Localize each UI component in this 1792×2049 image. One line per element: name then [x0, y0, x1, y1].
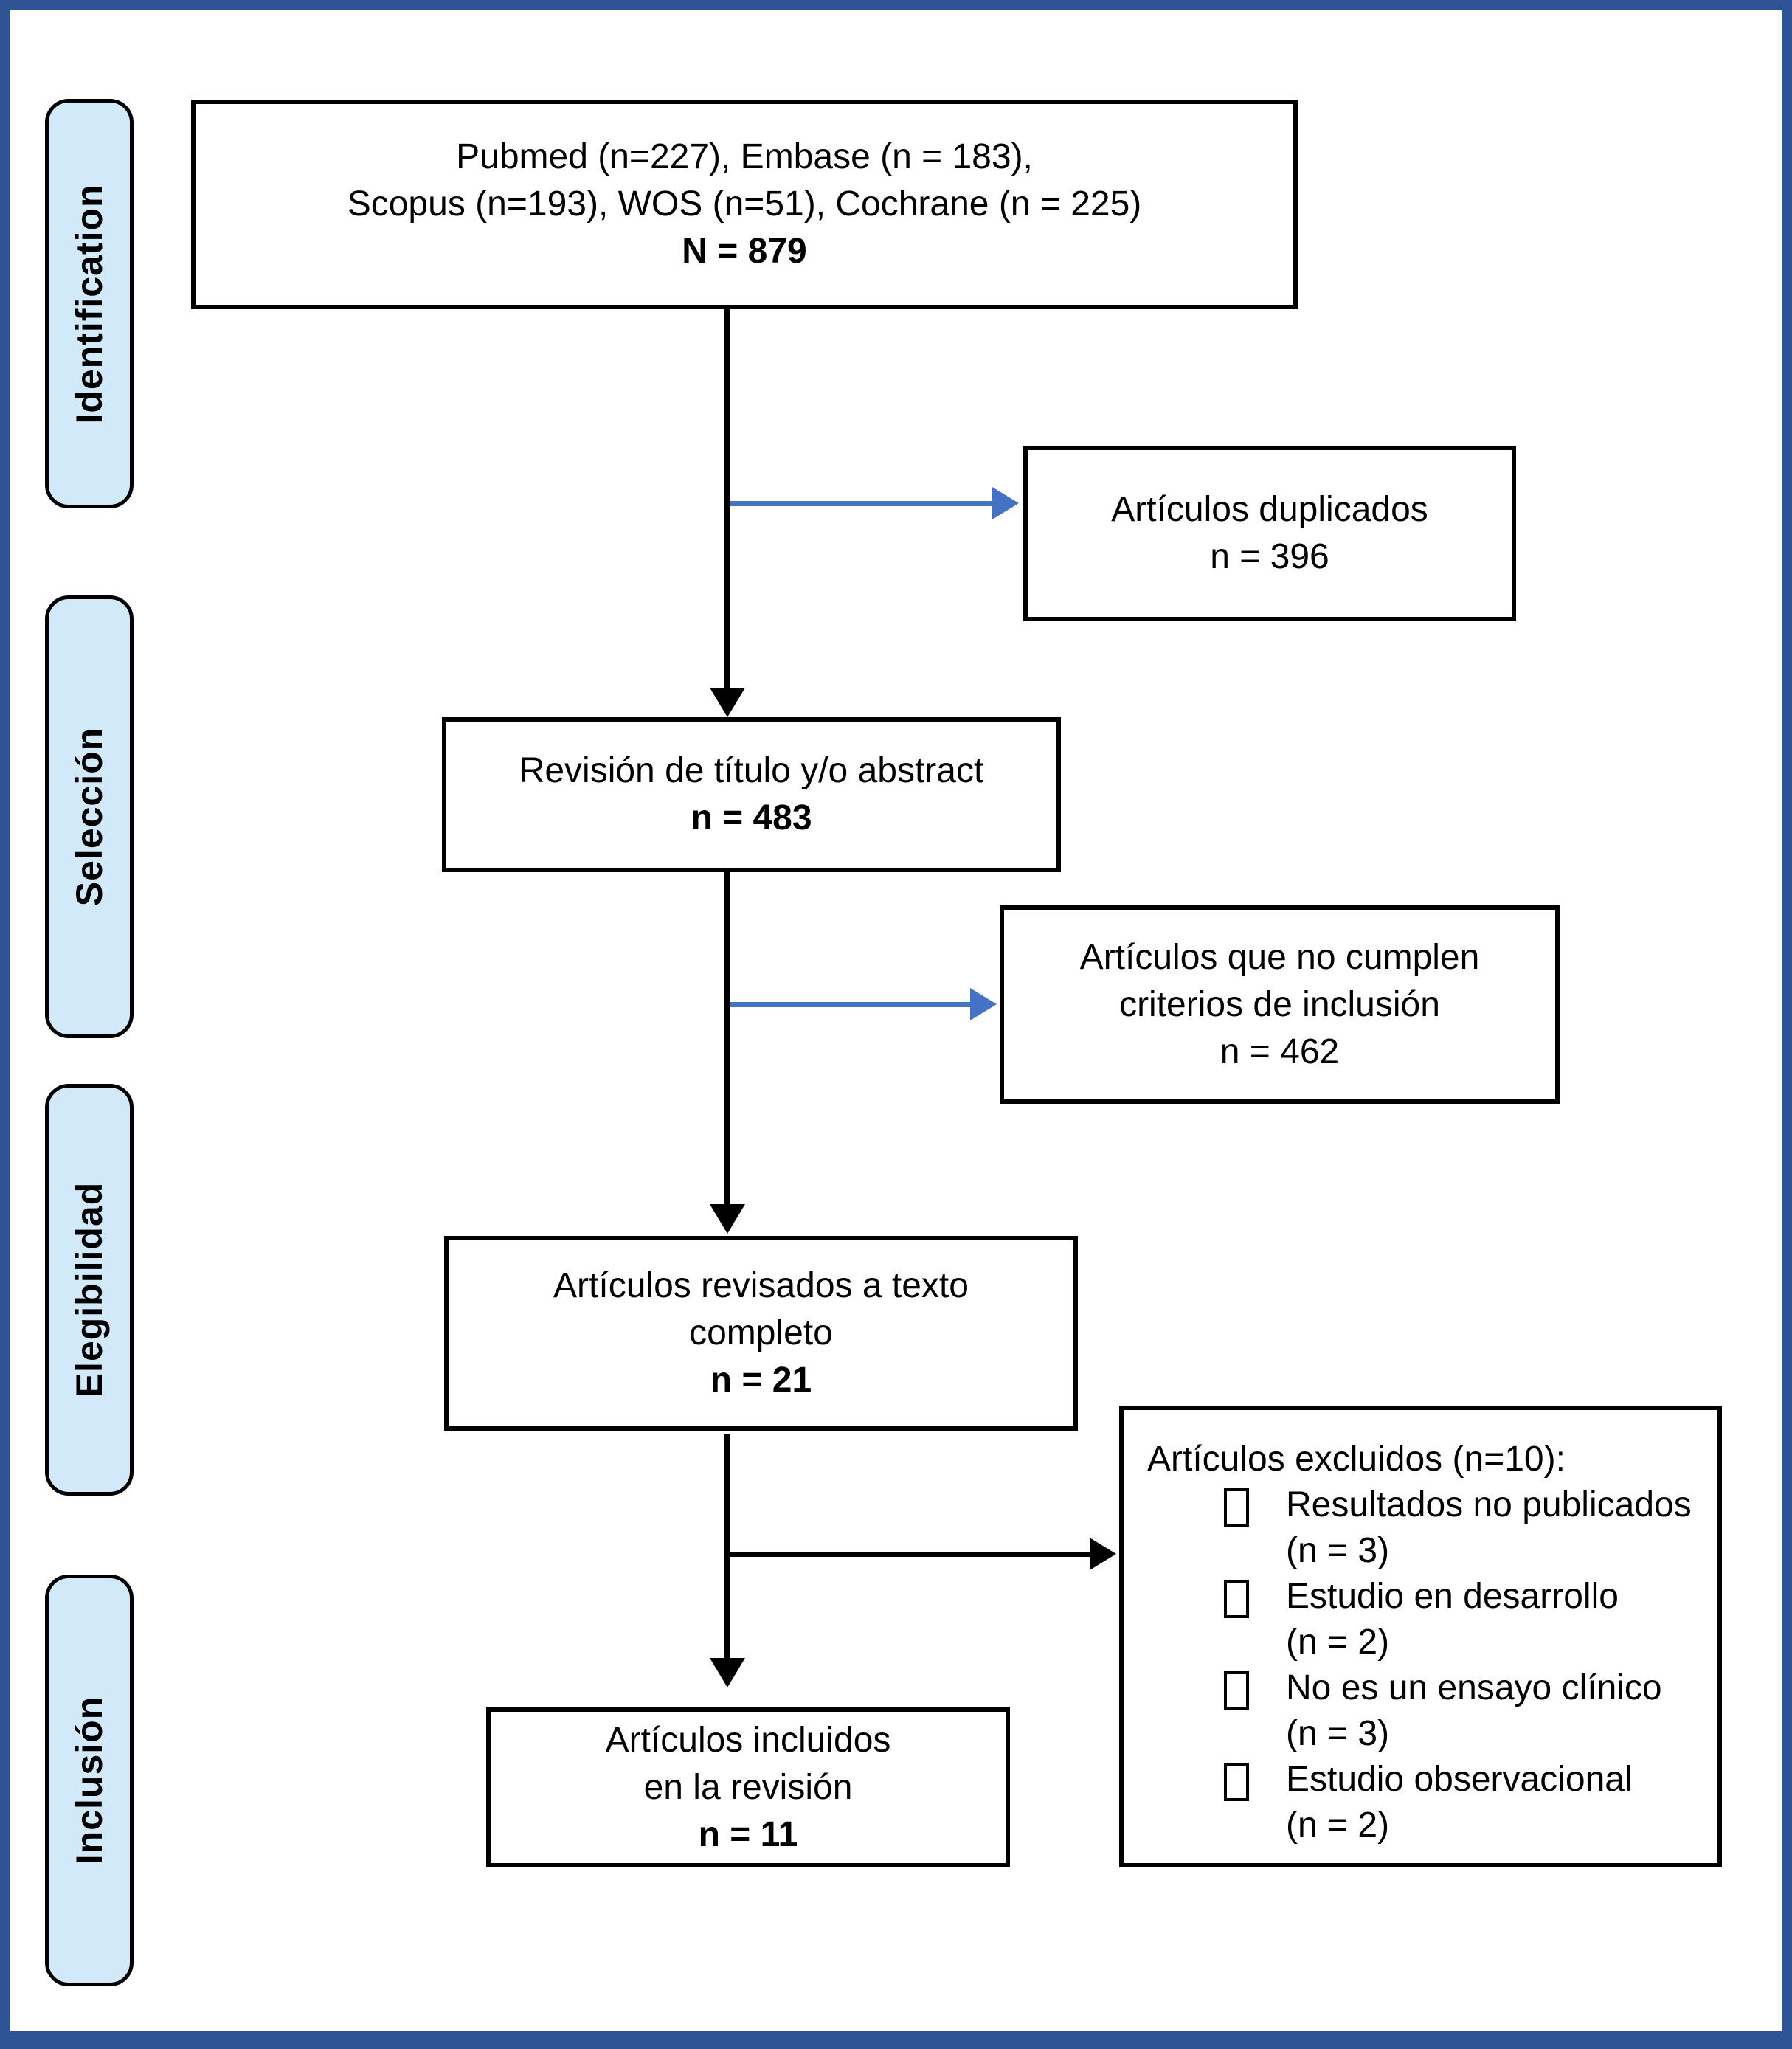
- duplicates-line1: Artículos duplicados: [1111, 490, 1428, 529]
- stage-identification: Identification: [45, 99, 134, 508]
- not-meeting-line2: criterios de inclusión: [1119, 984, 1440, 1024]
- sources-line1: Pubmed (n=227), Embase (n = 183),: [456, 137, 1033, 176]
- included-count: n = 11: [698, 1814, 798, 1854]
- checkbox-icon: [1224, 1763, 1249, 1801]
- fulltext-line1: Artículos revisados a texto: [553, 1266, 969, 1305]
- arrowhead-right-blue-icon: [970, 988, 997, 1020]
- included-box: Artículos incluidos en la revisión n = 1…: [486, 1707, 1010, 1867]
- not-meeting-box: Artículos que no cumplen criterios de in…: [1000, 905, 1560, 1104]
- excluded-item-label: Estudio observacional: [1286, 1760, 1633, 1799]
- duplicates-count: n = 396: [1210, 537, 1329, 576]
- sources-box: Pubmed (n=227), Embase (n = 183), Scopus…: [191, 100, 1298, 309]
- fulltext-line2: completo: [689, 1313, 833, 1352]
- excluded-item-count: (n = 3): [1286, 1531, 1390, 1570]
- arrow-screening-to-fulltext: [724, 872, 730, 1206]
- excluded-item-count: (n = 3): [1286, 1714, 1390, 1753]
- stage-elegibilidad: Elegibilidad: [45, 1084, 134, 1496]
- checkbox-icon: [1224, 1580, 1249, 1618]
- excluded-box: Artículos excluidos (n=10): Resultados n…: [1119, 1406, 1722, 1867]
- excluded-item-count: (n = 2): [1286, 1806, 1390, 1845]
- stage-seleccion: Selección: [45, 595, 134, 1038]
- fulltext-count: n = 21: [710, 1361, 812, 1400]
- screening-box: Revisión de título y/o abstract n = 483: [442, 717, 1061, 872]
- checkbox-icon: [1224, 1671, 1249, 1710]
- arrow-to-excluded: [727, 1552, 1090, 1557]
- included-line1: Artículos incluidos: [605, 1720, 891, 1760]
- excluded-item-label: No es un ensayo clínico: [1286, 1668, 1662, 1707]
- arrowhead-down-icon: [710, 1204, 745, 1234]
- arrow-fulltext-to-included: [724, 1434, 730, 1659]
- checkbox-icon: [1224, 1488, 1249, 1527]
- arrowhead-right-black-icon: [1090, 1538, 1116, 1570]
- arrow-sources-to-screening: [724, 309, 730, 689]
- duplicates-box: Artículos duplicados n = 396: [1023, 446, 1516, 621]
- screening-line1: Revisión de título y/o abstract: [519, 751, 984, 790]
- excluded-item-label: Estudio en desarrollo: [1286, 1577, 1619, 1616]
- stage-inclusion: Inclusión: [45, 1575, 134, 1986]
- sources-line2: Scopus (n=193), WOS (n=51), Cochrane (n …: [347, 184, 1142, 224]
- arrow-to-duplicates: [730, 501, 992, 506]
- excluded-item: No es un ensayo clínico (n = 3): [1224, 1665, 1662, 1757]
- excluded-item: Estudio en desarrollo (n = 2): [1224, 1574, 1619, 1665]
- excluded-item-label: Resultados no publicados: [1286, 1485, 1692, 1524]
- stage-elegibilidad-label: Elegibilidad: [69, 1181, 110, 1398]
- excluded-title: Artículos excluidos (n=10):: [1147, 1440, 1566, 1479]
- stage-seleccion-label: Selección: [69, 727, 110, 907]
- not-meeting-count: n = 462: [1220, 1032, 1340, 1071]
- arrowhead-down-icon: [710, 1658, 745, 1687]
- included-line2: en la revisión: [643, 1767, 853, 1807]
- fulltext-box: Artículos revisados a texto completo n =…: [444, 1236, 1078, 1431]
- excluded-item-count: (n = 2): [1286, 1623, 1390, 1662]
- not-meeting-line1: Artículos que no cumplen: [1079, 937, 1480, 977]
- stage-inclusion-label: Inclusión: [69, 1696, 110, 1865]
- excluded-item: Resultados no publicados (n = 3): [1224, 1482, 1692, 1574]
- screening-count: n = 483: [691, 798, 812, 837]
- arrow-to-not-meeting: [730, 1002, 970, 1007]
- arrowhead-down-icon: [710, 688, 745, 717]
- excluded-item: Estudio observacional (n = 2): [1224, 1757, 1633, 1848]
- sources-total: N = 879: [682, 232, 807, 271]
- arrowhead-right-blue-icon: [992, 487, 1019, 519]
- stage-identification-label: Identification: [69, 183, 110, 424]
